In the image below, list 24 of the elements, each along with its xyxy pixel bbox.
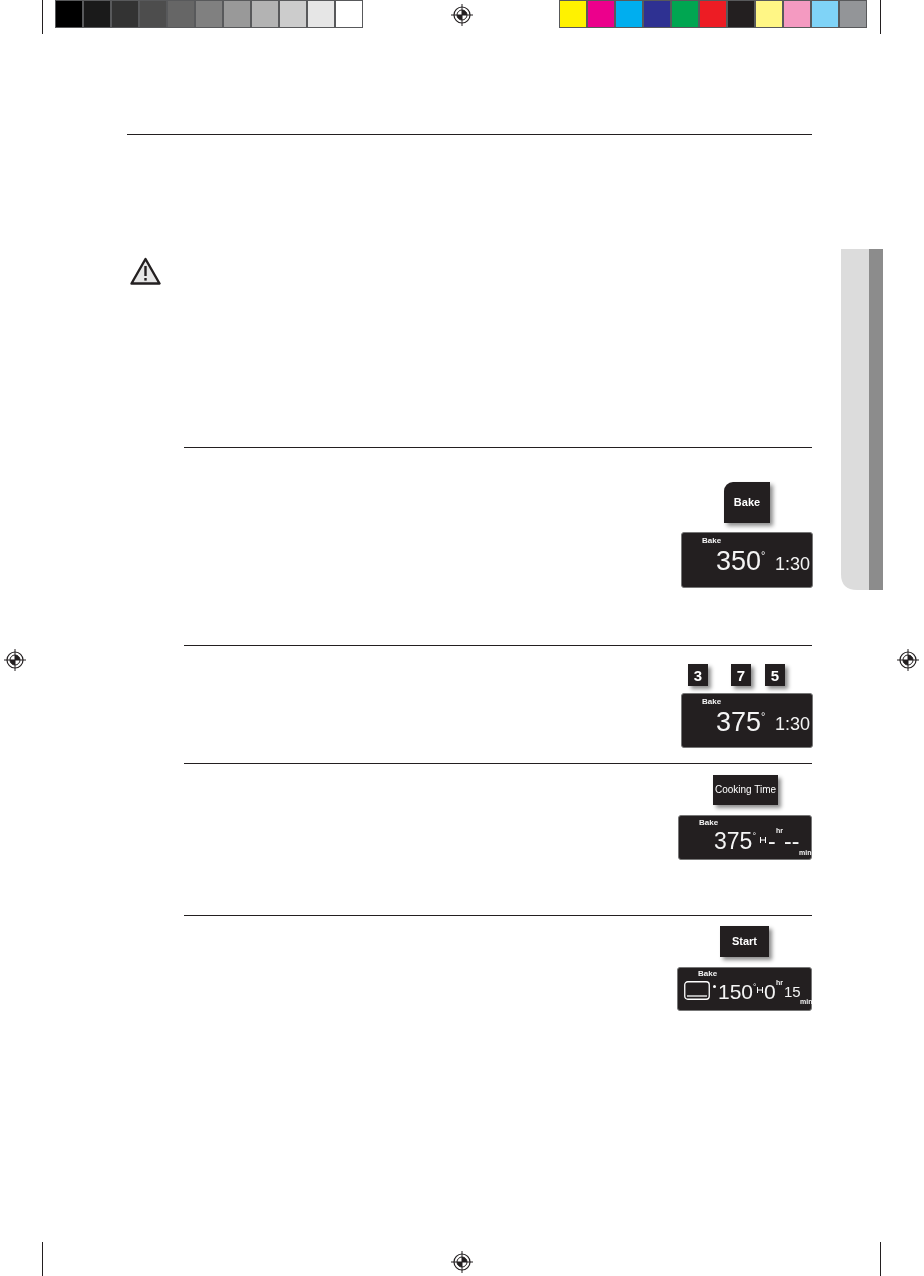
cooking-time-button: Cooking Time [713,775,778,805]
minute-readout: -- [784,830,800,853]
number-key: 7 [731,664,751,686]
mode-label: Bake [698,970,718,978]
hour-readout: 0 [764,981,776,1002]
temperature-readout: 150$^{°}$ [718,981,757,1002]
start-button: Start [720,926,769,957]
number-key: 5 [765,664,785,686]
mode-label: Bake [702,537,722,545]
lcd-display [678,815,812,860]
mode-label: Bake [702,698,722,706]
number-key: 3 [688,664,708,686]
minute-readout: 15 [784,984,801,999]
mode-button: Bake [724,482,770,523]
temperature-readout: 350$^{°}$ [716,548,766,575]
lcd-display [681,532,813,588]
temperature-readout: 375$^{°}$ [716,709,766,736]
lcd-display [677,967,812,1011]
lcd-display [681,693,813,748]
timer-readout: 1:30 [775,555,811,573]
temperature-readout: 375$^{°}$ [714,830,757,853]
mode-label: Bake [699,819,719,827]
timer-readout: 1:30 [775,715,811,733]
hour-readout: - [768,830,776,853]
